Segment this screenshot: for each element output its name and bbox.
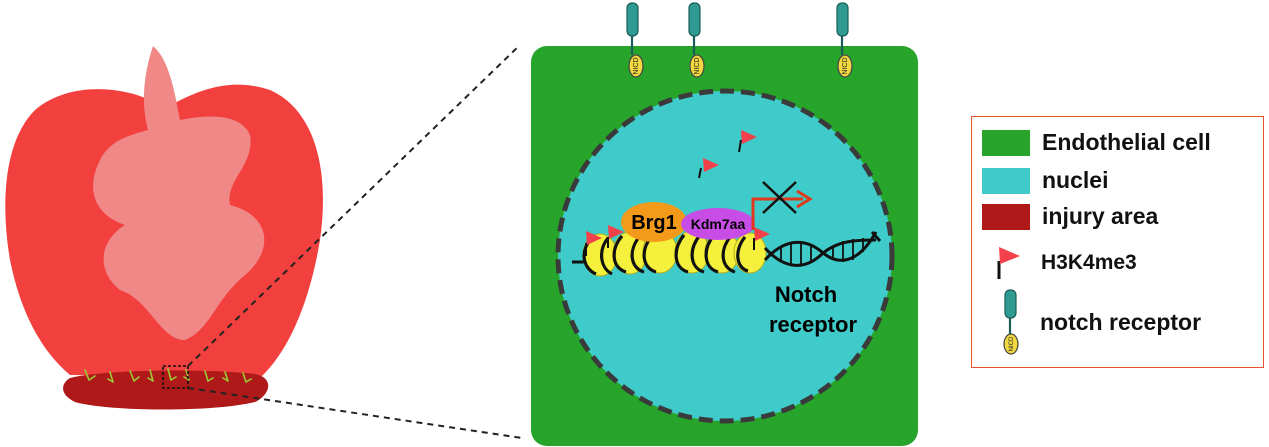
- notch-receptor-icon: NICD: [688, 2, 705, 78]
- legend-item-notch-receptor: NICD notch receptor: [998, 289, 1201, 355]
- notch-receptors: NICD NICD NICD: [626, 2, 853, 78]
- legend-swatch: [982, 167, 1030, 194]
- legend-label: notch receptor: [1040, 308, 1202, 335]
- heart: [5, 46, 323, 410]
- legend-label: nuclei: [1042, 167, 1109, 193]
- notch-label-line1: Notch: [775, 282, 837, 307]
- red-flag-icon: [698, 158, 719, 179]
- legend-label: Endothelial cell: [1042, 129, 1211, 155]
- chromatin: [572, 225, 882, 277]
- free-h3k4me3-marks: [698, 130, 757, 179]
- heart-lumen: [93, 46, 265, 340]
- legend-swatch: [982, 129, 1030, 156]
- nicd-label: NICD: [842, 57, 849, 74]
- injury-area: [63, 370, 269, 410]
- red-flag-icon: [738, 130, 757, 153]
- notch-receptor-icon: NICD: [626, 2, 644, 78]
- legend-swatch: [982, 203, 1030, 230]
- zoom-box: [162, 365, 189, 389]
- brg1-label: Brg1: [631, 212, 677, 234]
- legend-item-nuclei: nuclei: [982, 167, 1108, 194]
- nicd-label: NICD: [1009, 336, 1015, 351]
- notch-receptor-icon: NICD: [836, 2, 853, 78]
- red-flag-icon: [585, 231, 602, 256]
- legend-label: H3K4me3: [1041, 251, 1137, 274]
- kdm7aa-protein: [681, 208, 755, 240]
- brg1-protein: [621, 202, 687, 242]
- red-flag-icon: [607, 225, 624, 248]
- nicd-label: NICD: [633, 57, 640, 74]
- nicd-label: NICD: [694, 57, 701, 74]
- blocked-transcription-arrow: [751, 181, 813, 230]
- notch-label-line2: receptor: [769, 312, 857, 337]
- regenerating-vessels: [84, 368, 252, 383]
- dna-helix: [763, 231, 882, 267]
- zoom-line-bottom: [187, 387, 523, 439]
- kdm7aa-label: Kdm7aa: [691, 216, 746, 232]
- notch-receptor-icon: NICD: [1003, 289, 1019, 355]
- legend-label: injury area: [1042, 203, 1159, 229]
- red-flag-icon: [753, 227, 770, 250]
- legend-item-h3k4me3: H3K4me3: [994, 245, 1137, 281]
- legend: Endothelial cell nuclei injury area H3K4…: [971, 116, 1264, 368]
- red-flag-icon: [997, 247, 1020, 279]
- legend-item-endothelial-cell: Endothelial cell: [982, 129, 1211, 156]
- legend-item-injury-area: injury area: [982, 203, 1158, 230]
